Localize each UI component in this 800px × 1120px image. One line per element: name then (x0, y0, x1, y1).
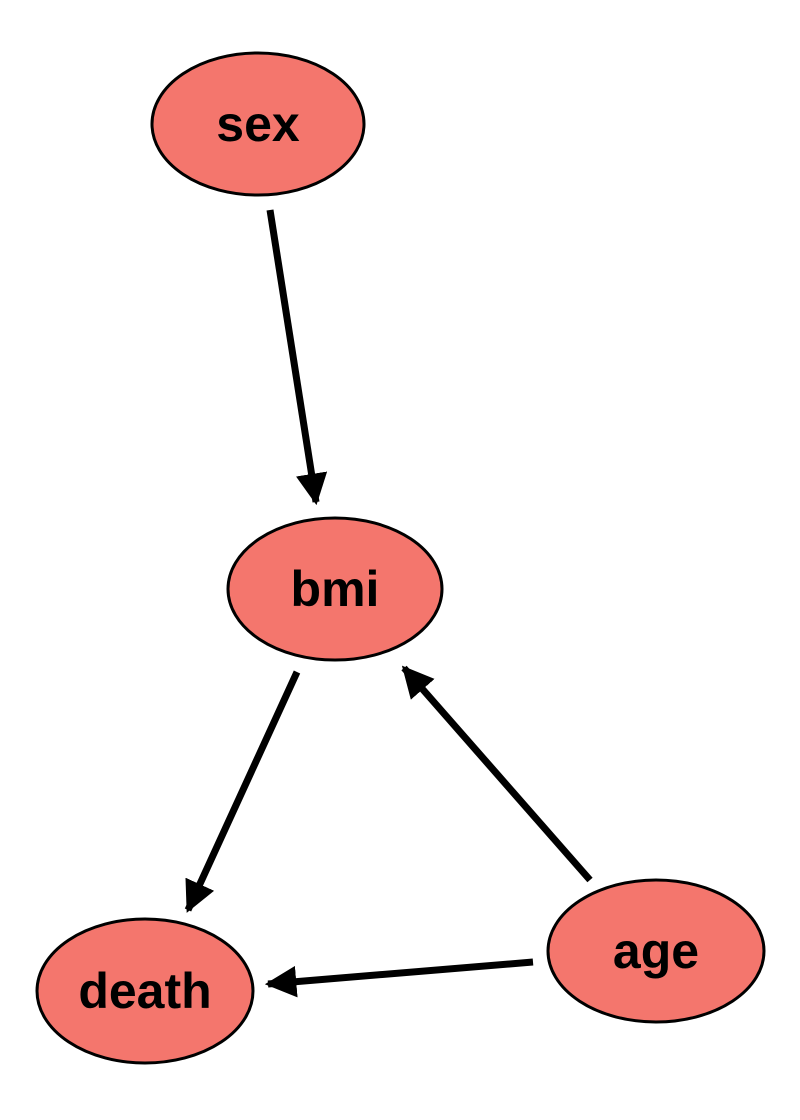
node-sex: sex (150, 51, 366, 197)
node-ellipse-bmi (226, 516, 444, 662)
edge-age-to-bmi (401, 665, 593, 883)
node-label-bmi: bmi (291, 561, 380, 617)
node-ellipse-death (35, 917, 255, 1065)
nodes-layer: sex bmi death age (35, 51, 766, 1065)
node-label-death: death (78, 963, 211, 1019)
node-bmi: bmi (226, 516, 444, 662)
node-death: death (35, 917, 255, 1065)
edge-age-to-death (264, 958, 534, 998)
node-ellipse-sex (150, 51, 366, 197)
node-label-age: age (613, 923, 699, 979)
node-age: age (546, 878, 766, 1024)
edge-bmi-to-death (184, 670, 301, 913)
node-ellipse-age (546, 878, 766, 1024)
edge-sex-to-bmi (266, 209, 328, 506)
edges-layer (184, 209, 593, 998)
node-label-sex: sex (216, 96, 300, 152)
